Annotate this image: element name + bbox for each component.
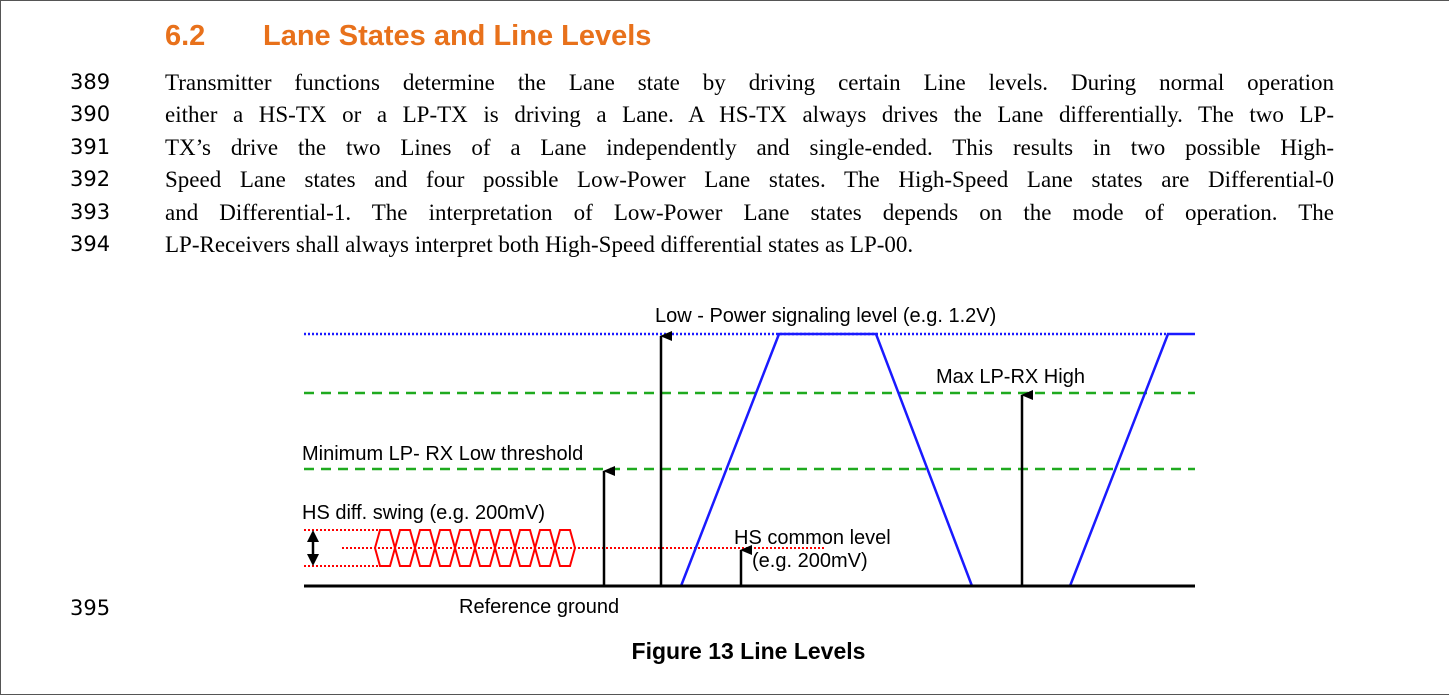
line-number: 390 <box>70 102 111 126</box>
hs-differential-signal-inverse <box>374 529 576 567</box>
max-lp-rx-high-label: Max LP-RX High <box>936 366 1085 388</box>
line-text: Transmitter functions determine the Lane… <box>165 70 1334 95</box>
line-number: 392 <box>70 167 111 191</box>
line-number: 389 <box>70 70 111 94</box>
hs-swing-label: HS diff. swing (e.g. 200mV) <box>302 502 545 524</box>
figure-line-number: 395 <box>70 596 111 620</box>
line-number: 393 <box>70 200 111 224</box>
paragraph-line: 393 and Differential-1. The interpretati… <box>0 200 1450 232</box>
section-heading: 6.2 Lane States and Line Levels <box>165 20 651 53</box>
line-text: and Differential-1. The interpretation o… <box>165 200 1334 225</box>
reference-ground-label: Reference ground <box>459 596 619 618</box>
line-number: 391 <box>70 135 111 159</box>
lp-waveform-rising <box>1068 332 1195 587</box>
hs-swing-arrow-head-up <box>307 530 319 542</box>
paragraph-line: 389 Transmitter functions determine the … <box>0 70 1450 102</box>
line-text: Speed Lane states and four possible Low-… <box>165 167 1334 192</box>
line-number: 394 <box>70 232 111 256</box>
section-number: 6.2 <box>165 20 206 52</box>
line-text: LP-Receivers shall always interpret both… <box>165 232 914 257</box>
line-text: TX’s drive the two Lines of a Lane indep… <box>165 135 1334 160</box>
line-text: either a HS-TX or a LP-TX is driving a L… <box>165 102 1334 127</box>
paragraph-line: 392 Speed Lane states and four possible … <box>0 167 1450 199</box>
figure-caption: Figure 13 Line Levels <box>631 638 866 664</box>
paragraph-line: 394 LP-Receivers shall always interpret … <box>0 232 1450 264</box>
hs-common-label: HS common level <box>734 527 891 549</box>
min-lp-rx-low-label: Minimum LP- RX Low threshold <box>302 443 583 465</box>
hs-swing-arrow-head-down <box>307 554 319 566</box>
hs-common-value-label: (e.g. 200mV) <box>752 550 868 572</box>
paragraph-line: 391 TX’s drive the two Lines of a Lane i… <box>0 135 1450 167</box>
lp-level-label: Low - Power signaling level (e.g. 1.2V) <box>655 305 996 327</box>
paragraph-line: 390 either a HS-TX or a LP-TX is driving… <box>0 102 1450 134</box>
section-title: Lane States and Line Levels <box>263 20 652 52</box>
lp-waveform <box>679 332 974 587</box>
